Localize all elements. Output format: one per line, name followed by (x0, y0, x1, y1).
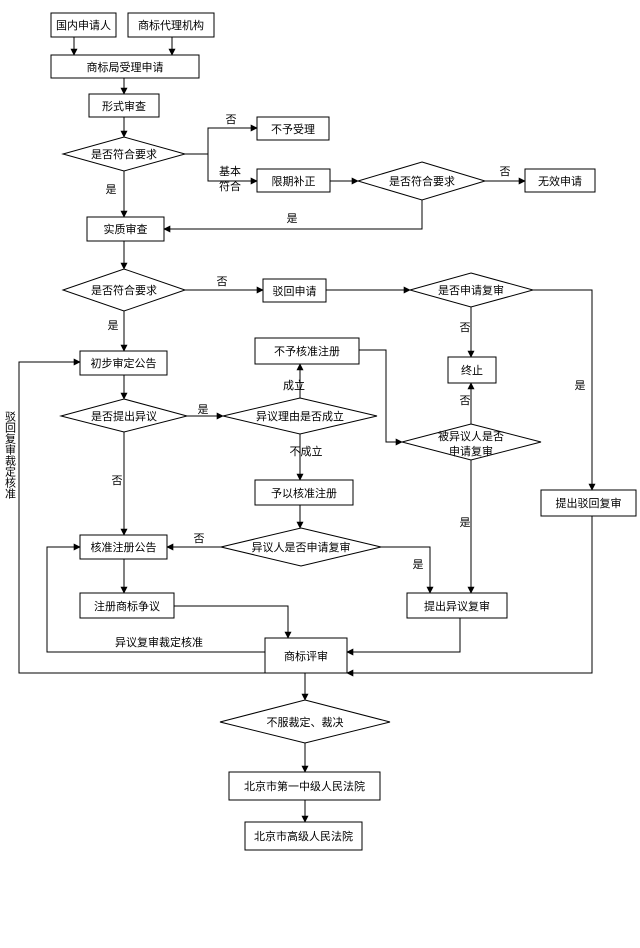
opp-review-label: 提出异议复审 (424, 599, 490, 613)
terminate-box: 终止 (447, 356, 497, 384)
formal-exam-label: 形式审查 (102, 99, 146, 113)
arrow-reject-review-to-trab (346, 516, 593, 677)
edge-label-not-established: 不成立 (290, 444, 323, 458)
reject-review-box: 提出驳回复审 (540, 489, 637, 517)
court2-box: 北京市高级人民法院 (244, 821, 363, 851)
court1-label: 北京市第一中级人民法院 (244, 779, 365, 793)
trademark-agency-label: 商标代理机构 (138, 18, 204, 32)
prelim-notice-box: 初步审定公告 (79, 350, 168, 376)
meets-req-3-label: 是否符合要求 (91, 283, 157, 297)
opposed-review-q-label-1: 被异议人是否 (438, 430, 504, 443)
opponent-review-q-label: 异议人是否申请复审 (252, 540, 351, 554)
reject-box: 驳回申请 (262, 278, 327, 303)
arrow-q1-basic (207, 154, 258, 185)
apply-review-q-label: 是否申请复审 (438, 283, 504, 297)
meets-req-1-diamond: 是否符合要求 (61, 136, 187, 172)
opp-review-box: 提出异议复审 (406, 592, 508, 619)
trademark-agency-box: 商标代理机构 (127, 12, 215, 38)
dispute-label: 注册商标争议 (94, 599, 160, 613)
edge-label-basic-1: 基本 (219, 164, 241, 178)
arrow-review-q-yes (533, 289, 596, 491)
opp-reason-q-diamond: 异议理由是否成立 (222, 397, 378, 435)
opponent-review-q-diamond: 异议人是否申请复审 (220, 527, 382, 567)
opposed-review-q-label-2: 申请复审 (449, 444, 493, 458)
edge-label-established: 成立 (283, 378, 305, 392)
terminate-label: 终止 (461, 363, 483, 377)
apply-review-q-diamond: 是否申请复审 (408, 272, 535, 308)
edge-label-reject-review-approved: 驳回复审裁定核准 (4, 411, 17, 499)
not-registered-box: 不予核准注册 (254, 337, 360, 365)
arrow-dispute-to-trab (174, 605, 292, 639)
not-registered-label: 不予核准注册 (274, 344, 340, 358)
edge-label-q3-yes: 是 (108, 319, 119, 332)
substantive-exam-label: 实质审查 (104, 222, 148, 236)
edge-label-q2-yes: 是 (287, 212, 298, 225)
trab-label: 商标评审 (284, 649, 328, 663)
dispute-box: 注册商标争议 (79, 592, 175, 619)
not-accepted-label: 不予受理 (271, 123, 315, 136)
edge-label-review-no: 否 (460, 321, 471, 334)
correction-box: 限期补正 (256, 168, 331, 193)
edge-label-opposed-yes: 是 (460, 516, 471, 529)
edge-label-q1-yes: 是 (106, 183, 117, 196)
disagree-label: 不服裁定、裁决 (267, 715, 344, 729)
meets-req-3-diamond: 是否符合要求 (61, 268, 187, 312)
trab-box: 商标评审 (264, 637, 348, 674)
domestic-applicant-box: 国内申请人 (50, 12, 117, 38)
not-accepted-box: 不予受理 (256, 116, 330, 141)
edge-label-review-yes: 是 (575, 379, 586, 392)
opposed-review-q-diamond: 被异议人是否 申请复审 (400, 423, 542, 461)
tmo-accept-label: 商标局受理申请 (87, 60, 164, 74)
prelim-notice-label: 初步审定公告 (91, 356, 157, 370)
registered-label: 予以核准注册 (271, 486, 337, 500)
correction-label: 限期补正 (272, 175, 316, 188)
disagree-diamond: 不服裁定、裁决 (219, 699, 391, 744)
edge-label-opposition-yes: 是 (198, 403, 209, 416)
opposition-q-label: 是否提出异议 (91, 409, 157, 423)
connectors (18, 37, 596, 823)
meets-req-2-label: 是否符合要求 (389, 174, 455, 188)
edge-labels: 否 基本 符合 否 是 是 否 是 否 是 成立 是 否 不成立 否 是 否 是… (4, 113, 586, 649)
edge-label-opponent-yes: 是 (413, 558, 424, 571)
arrow-trab-to-prelim (18, 358, 265, 674)
reg-notice-label: 核准注册公告 (91, 540, 157, 554)
edge-label-opp-review-approved: 异议复审裁定核准 (115, 635, 203, 649)
arrow-not-registered-to-opposed-q (359, 349, 403, 446)
edge-label-q2-no: 否 (500, 165, 511, 178)
edge-label-basic-2: 符合 (219, 179, 241, 193)
meets-req-2-diamond: 是否符合要求 (356, 161, 487, 201)
arrow-trab-to-reg-notice (46, 543, 265, 653)
meets-req-1-label: 是否符合要求 (91, 147, 157, 161)
reg-notice-box: 核准注册公告 (79, 534, 168, 560)
edge-label-opposed-no: 否 (460, 394, 471, 407)
court2-label: 北京市高级人民法院 (254, 829, 353, 843)
arrow-opp-review-to-trab (346, 618, 461, 656)
edge-label-q1-no: 否 (226, 113, 237, 126)
court1-box: 北京市第一中级人民法院 (228, 771, 381, 801)
reject-review-label: 提出驳回复审 (556, 496, 622, 510)
opp-reason-q-label: 异议理由是否成立 (256, 409, 344, 423)
reject-label: 驳回申请 (273, 285, 317, 298)
domestic-applicant-label: 国内申请人 (56, 18, 111, 32)
arrow-q2-yes (163, 200, 423, 233)
invalid-box: 无效申请 (524, 168, 596, 193)
opposition-q-diamond: 是否提出异议 (59, 398, 189, 433)
registered-box: 予以核准注册 (254, 479, 354, 506)
substantive-exam-box: 实质审查 (86, 216, 165, 242)
edge-label-opposition-no: 否 (112, 474, 123, 487)
tmo-accept-box: 商标局受理申请 (50, 54, 200, 79)
arrow-q1-no (185, 124, 258, 155)
arrow-opponent-q-yes (381, 546, 434, 594)
edge-label-opponent-no: 否 (194, 532, 205, 545)
formal-exam-box: 形式审查 (88, 93, 160, 118)
invalid-label: 无效申请 (538, 174, 582, 188)
edge-label-q3-no: 否 (217, 275, 228, 288)
